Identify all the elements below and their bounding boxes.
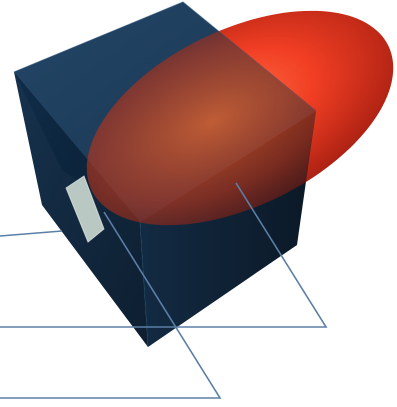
leader-line-marker [0, 231, 62, 236]
